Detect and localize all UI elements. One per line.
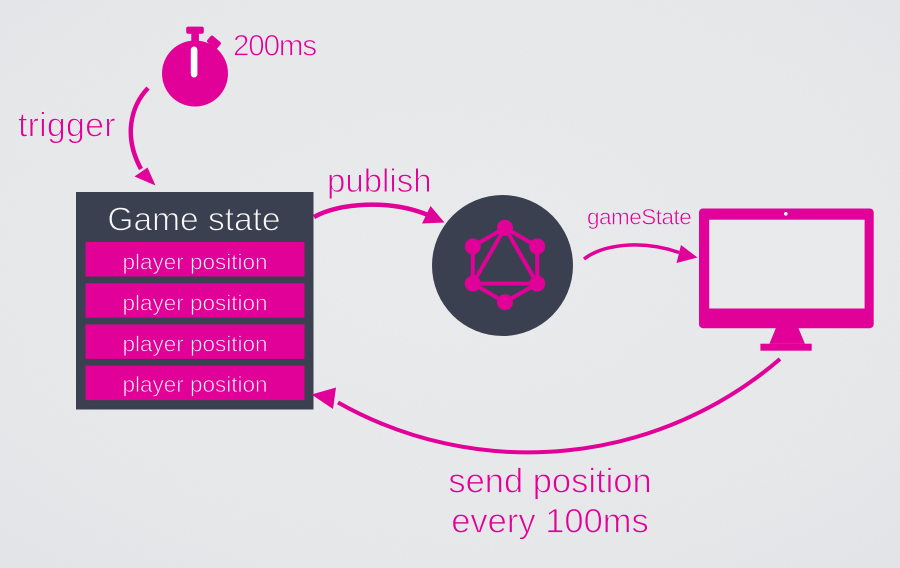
svg-text:player position: player position (122, 332, 267, 357)
svg-text:player position: player position (122, 372, 267, 397)
svg-text:player position: player position (122, 291, 267, 316)
svg-text:Game state: Game state (107, 202, 280, 239)
svg-text:200ms: 200ms (233, 29, 316, 62)
svg-text:player position: player position (122, 249, 267, 274)
svg-text:trigger: trigger (18, 107, 116, 145)
svg-text:send position: send position (448, 462, 651, 500)
svg-text:every 100ms: every 100ms (451, 502, 649, 540)
svg-text:publish: publish (327, 162, 432, 199)
svg-text:gameState: gameState (587, 205, 691, 230)
